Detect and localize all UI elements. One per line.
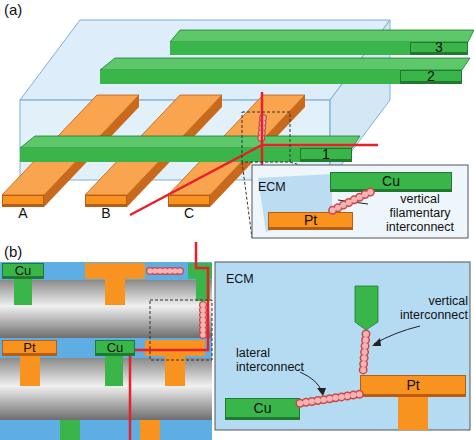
cu-bar-front [20,148,300,162]
filament-interconnect [329,192,370,212]
zoom-box [242,112,290,162]
zoom-leader [242,162,252,238]
pt-via [20,356,40,386]
annotation-label: vertical filamentary interconnect [372,192,468,234]
annotation-label: lateral interconnect [236,346,316,374]
electrode-box: 1 [300,148,352,162]
annotation-label: ECM [226,272,254,286]
cu-bar-top [170,30,474,42]
current-path [261,92,264,172]
electrode-name: Pt [23,341,35,354]
electrode-box: 2 [400,70,462,84]
electrode-name: Pt [406,379,419,392]
electrode-box: A [2,195,44,207]
cu-bar-front [100,70,400,84]
electrode-box: Cu [95,340,135,356]
electrode-box: C [168,195,210,207]
filament [150,268,184,274]
electrode-name: Pt [304,214,317,227]
electrode-box: B [85,195,127,207]
filament-interconnect [300,394,360,403]
annotation-label: ECM [258,180,286,194]
electrode-box: Pt [2,340,57,356]
current-path [130,242,208,440]
electrode-name: Cu [254,402,272,415]
filament-beads [329,192,370,212]
cu-via [60,420,80,440]
electrode-name: Cu [107,341,124,354]
electrode-name: 2 [427,70,435,83]
filament-beads [300,394,360,403]
electrode-name: C [169,207,209,220]
electrode-box: Pt [268,212,353,230]
ecm-layer [0,338,212,358]
pt-electrode [145,340,205,356]
electrode-box: Cu [330,172,452,192]
substrate-cylinder [0,280,212,338]
leader-arrow [374,326,420,344]
ecm-layer [0,262,212,280]
cu-via [14,279,32,305]
arrow-head [372,338,381,346]
electrode-name: B [86,207,126,220]
filament-beads [300,394,360,403]
filament [363,334,366,372]
electrode-name: A [3,207,43,220]
arrow-head [317,388,326,396]
electrode-box: Cu [225,398,300,420]
electrode-name: 3 [435,41,443,54]
filament [199,305,207,336]
pt-via [398,397,428,430]
electrode-box: Cu [2,263,44,279]
annotation-label: (a) [4,3,22,17]
filament [363,334,366,372]
ecm-layer [0,420,212,440]
pt-via [140,420,160,440]
filament-beads [329,192,370,212]
cu-bar-top [100,58,470,70]
pt-via [105,279,125,305]
electrode-name: Cu [15,264,32,277]
electrode-box: 3 [410,42,468,55]
inset-frame [252,165,468,238]
cu-via [355,286,378,330]
filament [200,305,206,336]
zoom-box [150,300,212,360]
electrode-box: Pt [360,375,466,397]
inset-frame [215,262,470,430]
pt-electrode [85,263,145,279]
annotation-label: (b) [4,245,22,259]
filament [150,267,184,275]
cu-bar-front [170,42,410,55]
cu-via [105,356,123,386]
electrode-name: Cu [382,175,400,188]
annotation-label: vertical interconnect [392,294,468,322]
electrode-name: 1 [322,148,330,161]
